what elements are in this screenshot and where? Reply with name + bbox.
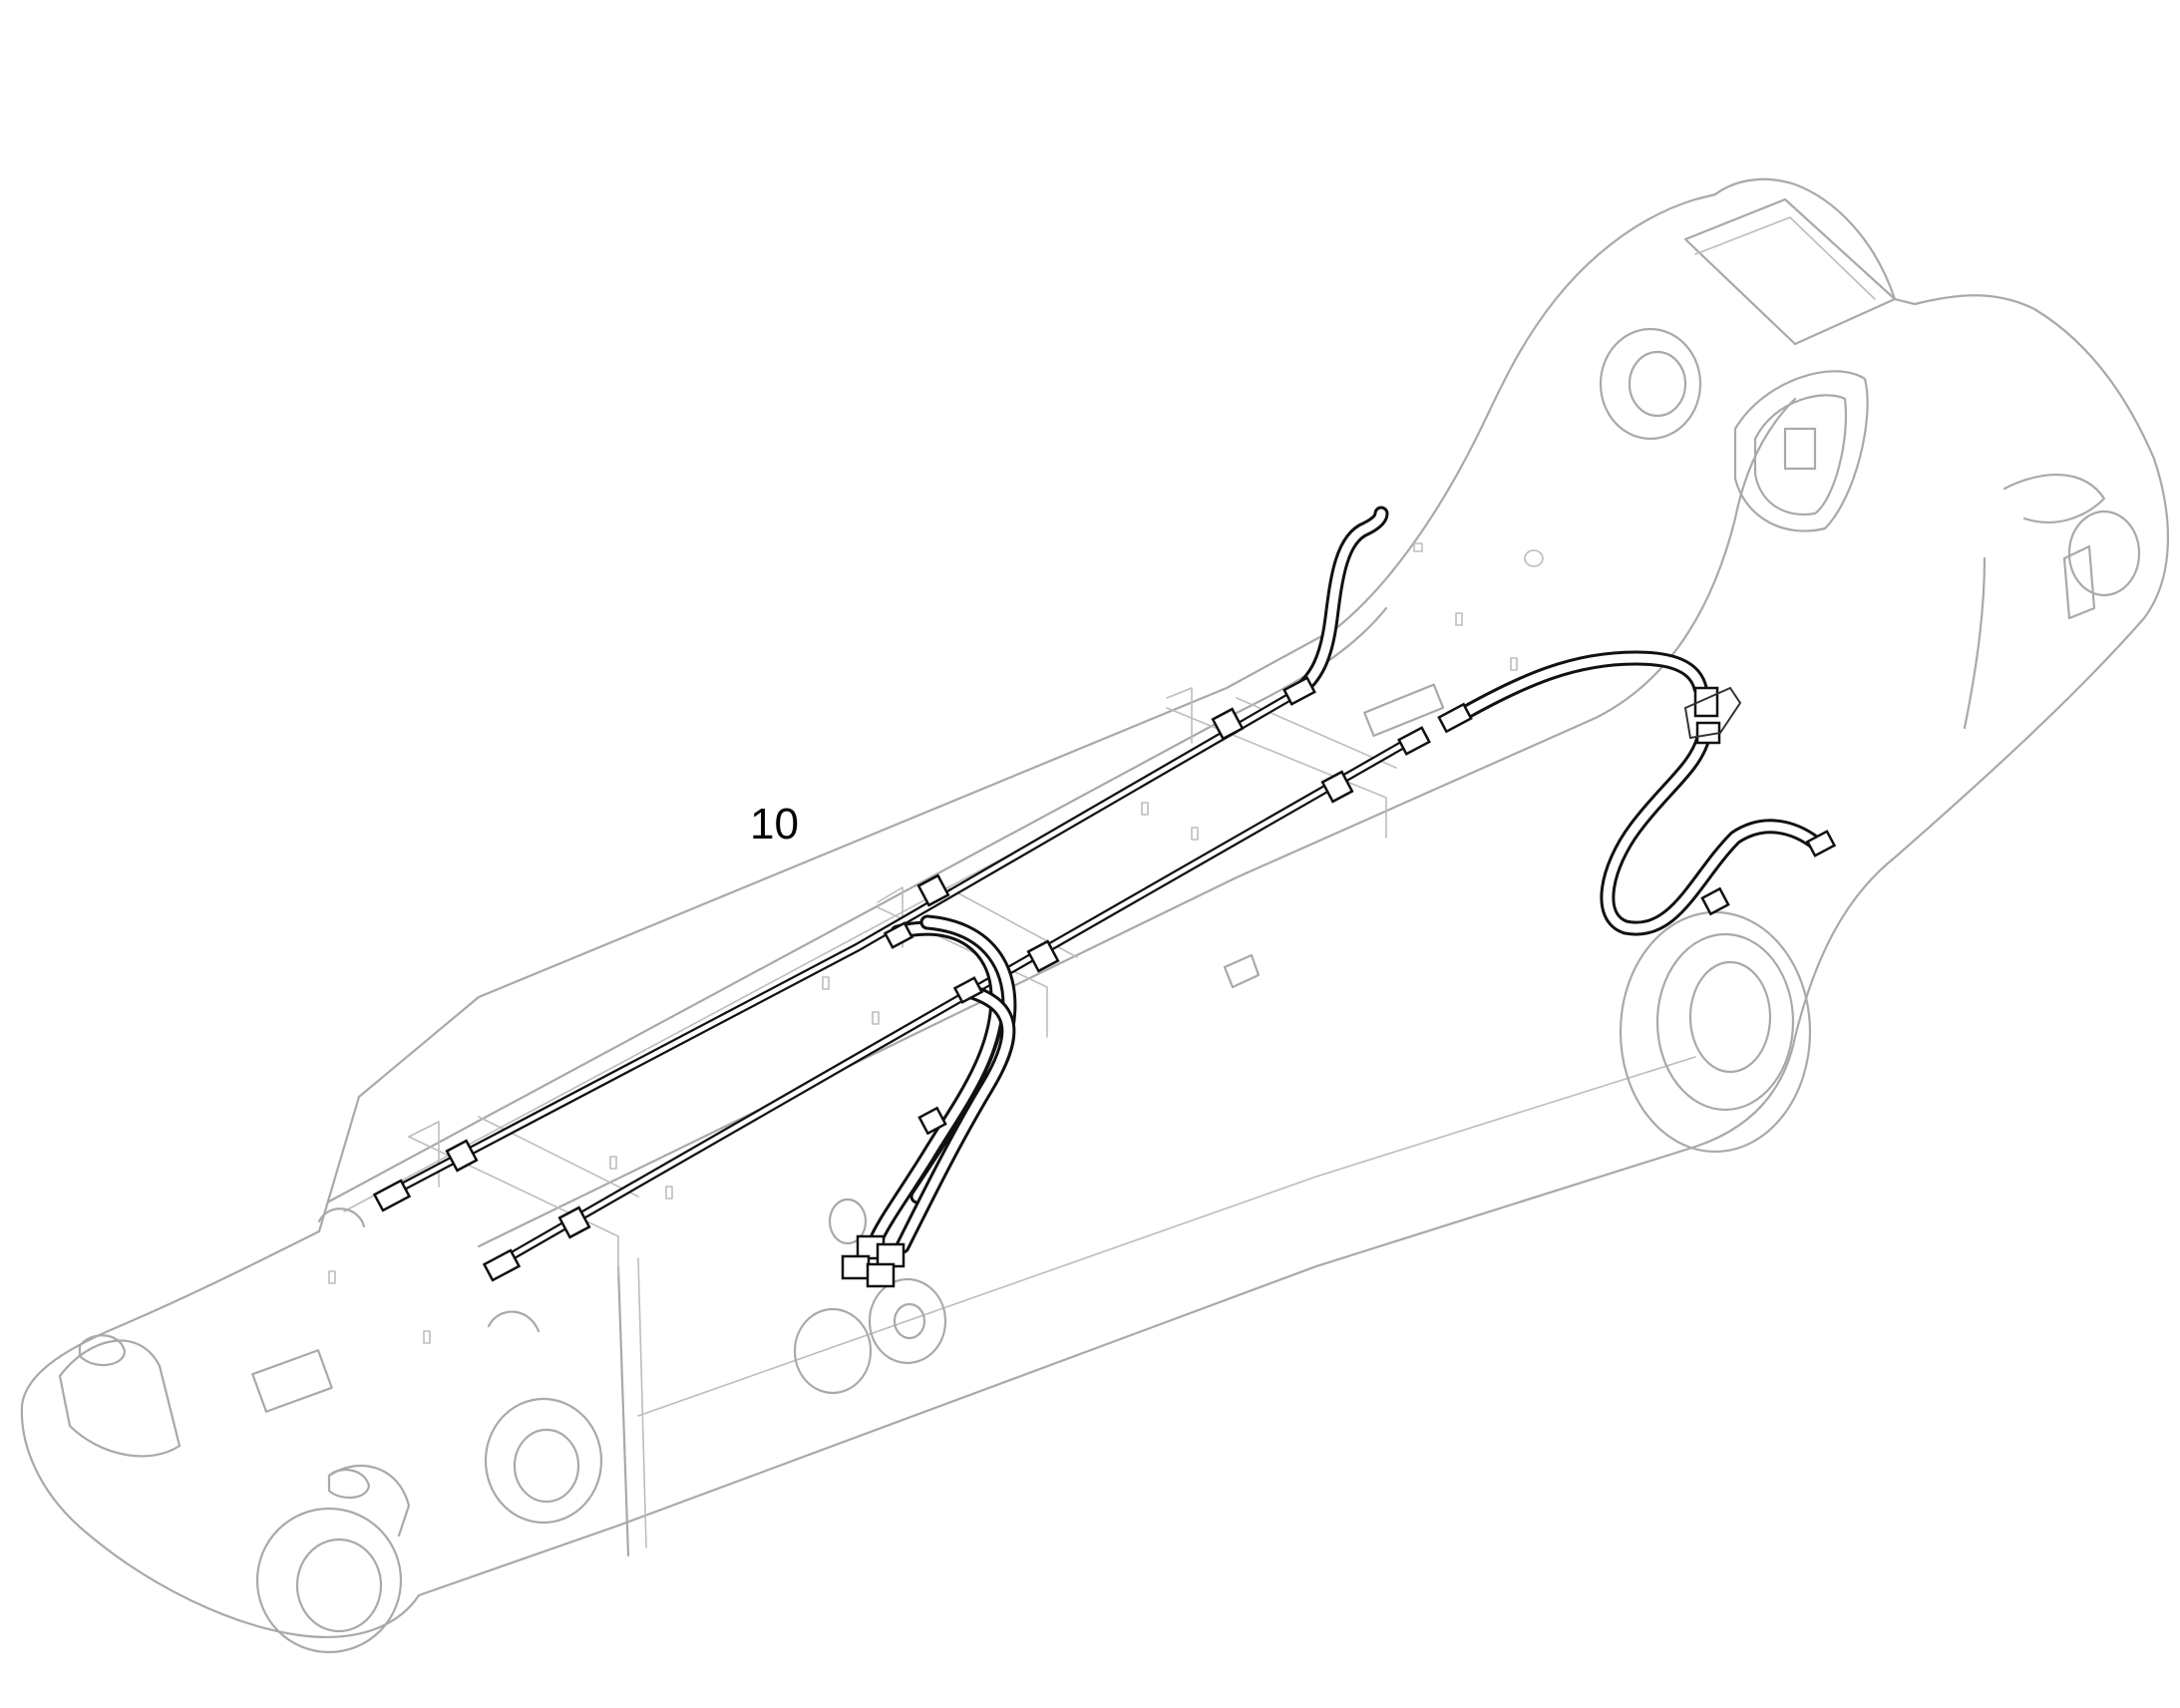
front-saddle xyxy=(487,1310,541,1333)
rear-upper-pin-inner xyxy=(1628,350,1687,418)
rear-side-bracket xyxy=(2062,544,2096,620)
rear-side-slot xyxy=(1963,556,1987,730)
top-plate xyxy=(1363,683,1445,738)
side-cover-plate-1 xyxy=(793,1307,873,1395)
rear-pin-boss xyxy=(1619,910,1812,1154)
hydraulic-lines xyxy=(372,506,1837,1288)
boom-body xyxy=(20,177,2170,1654)
side-port-boss xyxy=(828,1197,868,1245)
side-small-bracket xyxy=(1223,953,1261,989)
rear-mount-block xyxy=(1783,427,1817,471)
pipe-fittings xyxy=(372,676,1837,1288)
bolt-markers xyxy=(328,542,1544,1344)
side-cover-plate-2 xyxy=(868,1277,947,1365)
front-lug-mid xyxy=(327,1464,411,1537)
boom-top-edge xyxy=(327,606,1388,1203)
front-saddle-2 xyxy=(317,1207,366,1228)
front-lug-left xyxy=(58,1339,182,1458)
rear-pin-boss-inner xyxy=(1688,960,1772,1074)
front-lug-ring xyxy=(78,1334,127,1367)
rear-hose-bracket xyxy=(1683,686,1742,740)
boom-bottom-edge xyxy=(637,1056,1696,1417)
boom-right-top-edge xyxy=(477,397,1797,1248)
front-pin-boss-left-inner xyxy=(295,1537,383,1633)
front-plate xyxy=(251,1349,333,1413)
gusset-3 xyxy=(1166,687,1193,744)
rear-upper-pin xyxy=(1599,327,1702,441)
callout-10: 10 xyxy=(750,800,799,849)
front-pin-boss-left xyxy=(255,1507,403,1654)
boom-outline xyxy=(20,177,2170,1638)
upper-rear-hose xyxy=(1288,506,1389,701)
rear-side-pin xyxy=(2067,510,2141,597)
rear-head-window-inner xyxy=(1753,394,1848,516)
side-cover-plate-2-inner xyxy=(893,1302,926,1340)
boom-side-split xyxy=(616,1264,630,1557)
rear-side-notch xyxy=(2002,473,2106,523)
rear-pin-boss-ring xyxy=(1655,932,1795,1112)
boom-side-split-2 xyxy=(637,1257,647,1548)
front-pin-boss-right-inner xyxy=(513,1428,580,1504)
rear-crossmember-2 xyxy=(1694,216,1876,300)
pipe-clamps xyxy=(445,707,1730,1239)
rear-crossmember xyxy=(1683,197,1897,346)
front-lug-ring-2 xyxy=(327,1468,371,1499)
front-pin-boss-right xyxy=(484,1397,603,1525)
rear-head-window xyxy=(1733,370,1869,532)
